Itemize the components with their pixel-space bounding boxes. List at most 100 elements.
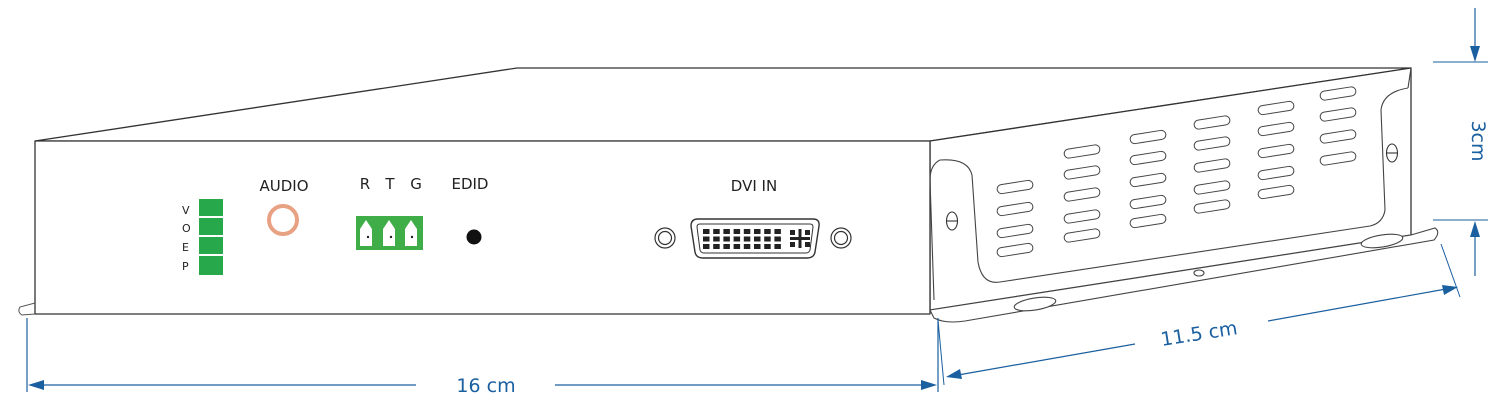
vent-slot bbox=[1129, 172, 1167, 188]
dvi-pin bbox=[723, 229, 730, 234]
dvi-pin bbox=[713, 236, 720, 242]
vent-slot bbox=[996, 201, 1034, 217]
depth-line-left bbox=[957, 343, 1136, 376]
vent-slot bbox=[1063, 187, 1101, 202]
dvi-pin bbox=[703, 229, 710, 234]
width-arrow-left bbox=[28, 380, 44, 390]
vent-slot bbox=[1193, 158, 1231, 173]
vent-slot bbox=[1063, 209, 1101, 224]
dvi-pin bbox=[754, 244, 761, 249]
led-label-v: V bbox=[182, 204, 190, 217]
dvi-pin bbox=[713, 229, 720, 234]
device-body bbox=[34, 67, 1412, 315]
vent-slot bbox=[1319, 86, 1357, 101]
vent-slot bbox=[1319, 129, 1357, 144]
depth-dimension-label: 11.5 cm bbox=[1159, 317, 1239, 351]
vent-slot bbox=[1257, 100, 1295, 116]
vent-slot bbox=[996, 223, 1034, 239]
vent-slot bbox=[1193, 136, 1231, 151]
height-arrow-top bbox=[1470, 46, 1480, 62]
dvi-pin bbox=[743, 244, 751, 249]
side-screws bbox=[945, 143, 1399, 231]
led-label-e: E bbox=[182, 241, 189, 254]
flange-slot bbox=[1013, 296, 1057, 312]
vent-slot bbox=[1129, 129, 1167, 145]
serial-label-g: G bbox=[410, 175, 422, 193]
vent-slot bbox=[1257, 121, 1295, 137]
audio-label: AUDIO bbox=[259, 177, 308, 195]
vent-slot bbox=[1063, 165, 1101, 180]
serial-terminal-group: R T G bbox=[356, 175, 423, 250]
dvi-pin bbox=[713, 244, 720, 249]
dvi-pin bbox=[743, 229, 751, 234]
dvi-pin bbox=[774, 229, 781, 234]
dvi-pin bbox=[733, 244, 741, 249]
vent-slot bbox=[1319, 151, 1357, 166]
led-o bbox=[199, 218, 223, 235]
dvi-pin bbox=[723, 244, 730, 249]
dvi-pin bbox=[723, 236, 730, 242]
depth-extension-left bbox=[937, 319, 945, 386]
vent-slot bbox=[1193, 199, 1231, 214]
dvi-thumbscrew-right bbox=[830, 227, 852, 249]
side-panel-inset bbox=[929, 67, 1412, 301]
vent-slot bbox=[1257, 165, 1295, 181]
vent-slot bbox=[996, 242, 1034, 258]
dvi-pin bbox=[754, 229, 761, 234]
dvi-pin bbox=[774, 236, 781, 242]
edid-button bbox=[466, 229, 482, 245]
audio-jack bbox=[267, 204, 299, 236]
led-e bbox=[199, 237, 223, 254]
depth-line-right bbox=[1267, 288, 1447, 322]
led-p bbox=[199, 256, 223, 275]
height-arrow-bottom bbox=[1470, 221, 1480, 237]
side-screw-left bbox=[945, 211, 959, 231]
vent-slot bbox=[1257, 143, 1295, 159]
dvi-pin bbox=[764, 229, 771, 234]
serial-terminal-block bbox=[356, 216, 423, 250]
flange-slot bbox=[1360, 233, 1404, 249]
dvi-pin bbox=[774, 244, 781, 249]
side-screw-right bbox=[1385, 143, 1399, 163]
dvi-thumbscrew-left bbox=[654, 227, 676, 249]
width-arrow-right bbox=[921, 380, 937, 390]
flange-hole bbox=[1193, 269, 1205, 277]
vent-slot bbox=[996, 179, 1034, 195]
vent-slot bbox=[1193, 115, 1231, 130]
led-label-p: P bbox=[182, 260, 189, 273]
dvi-pin bbox=[733, 236, 741, 242]
dvi-pin bbox=[764, 244, 771, 249]
dvi-pin bbox=[743, 236, 751, 242]
vent-slot bbox=[1063, 144, 1101, 159]
width-dimension-label: 16 cm bbox=[456, 375, 515, 397]
depth-arrow-left bbox=[946, 369, 962, 379]
vent-slot bbox=[1257, 184, 1295, 200]
vent-slot bbox=[1129, 150, 1167, 166]
dvi-pin bbox=[754, 236, 761, 242]
vent-slot bbox=[1063, 228, 1101, 243]
vent-slot bbox=[1129, 194, 1167, 210]
dvi-pin bbox=[733, 229, 741, 234]
left-mounting-flange bbox=[18, 302, 36, 316]
dvi-port-group: DVI IN bbox=[654, 177, 852, 259]
dvi-pins bbox=[703, 229, 781, 249]
height-dimension-label: 3cm bbox=[1467, 120, 1489, 161]
audio-port-group: AUDIO bbox=[259, 177, 309, 236]
depth-extension-right bbox=[1440, 243, 1461, 298]
dvi-pin bbox=[764, 236, 771, 242]
led-indicators: V O E P bbox=[182, 199, 223, 275]
edid-group: EDID bbox=[451, 175, 489, 245]
edid-label: EDID bbox=[451, 175, 488, 193]
dimension-lines bbox=[26, 8, 1488, 392]
dvi-pin bbox=[703, 236, 710, 242]
serial-label-r: R bbox=[360, 175, 370, 193]
dvi-label: DVI IN bbox=[731, 177, 777, 195]
vent-slot bbox=[1319, 107, 1357, 122]
led-label-o: O bbox=[182, 222, 191, 235]
serial-label-t: T bbox=[384, 175, 395, 193]
ventilation-slots bbox=[996, 86, 1357, 258]
vent-slot bbox=[1193, 180, 1231, 195]
led-v bbox=[199, 199, 223, 216]
right-mounting-flange bbox=[929, 227, 1439, 323]
